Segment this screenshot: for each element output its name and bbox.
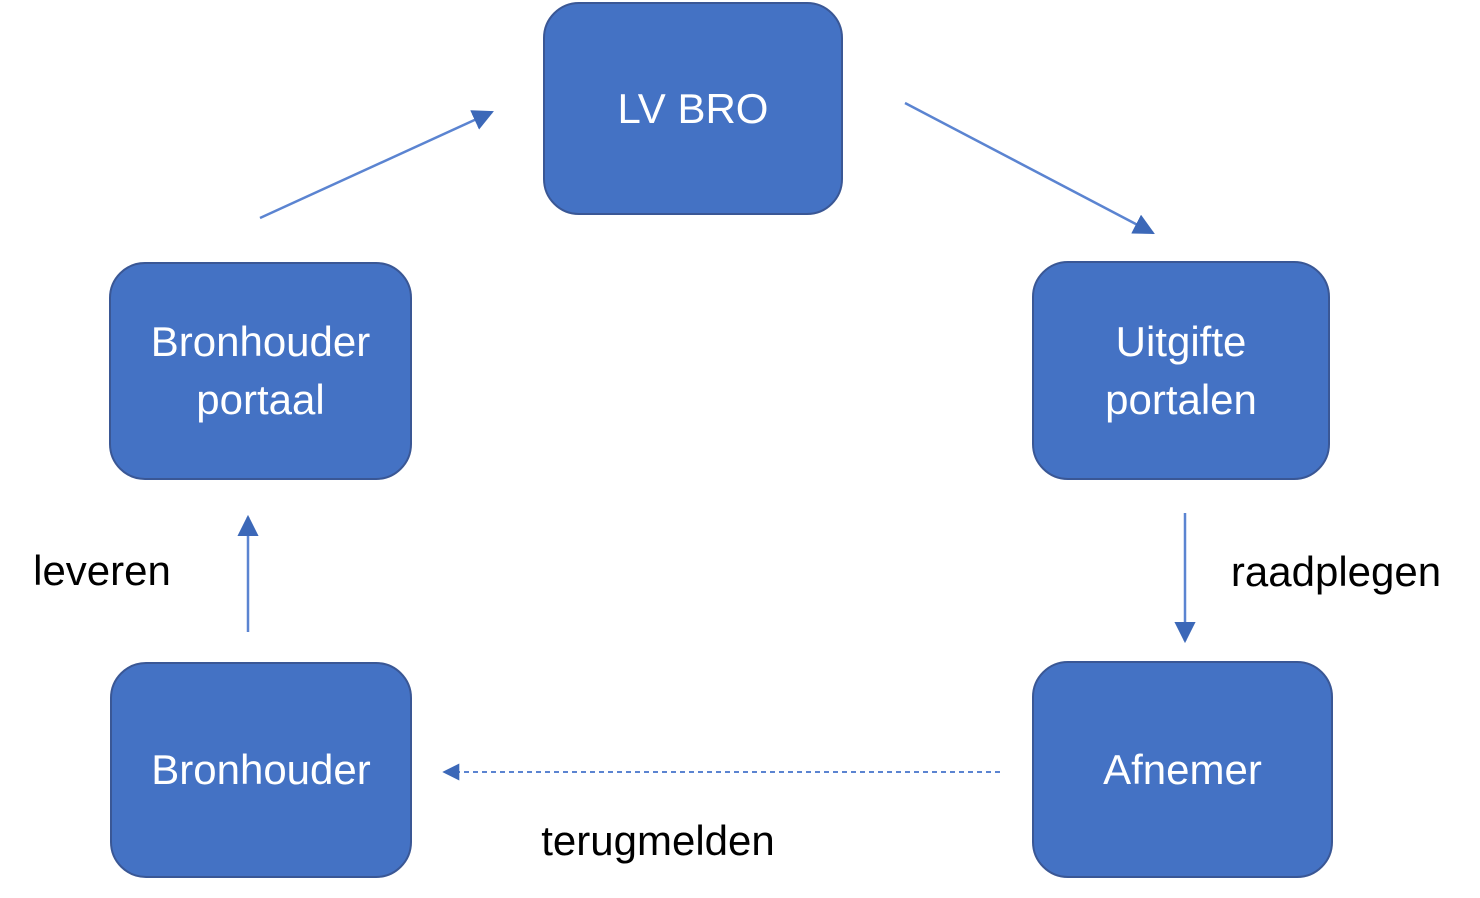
node-label: LV BRO xyxy=(617,84,769,132)
arrow-bronhouder-portaal-to-lv-bro xyxy=(259,110,494,220)
node-bronhouder-portaal: Bronhouder portaal xyxy=(109,262,412,480)
node-label: Bronhouder portaal xyxy=(150,318,371,423)
edge-label-leveren: leveren xyxy=(33,547,171,594)
node-label: Afnemer xyxy=(1103,745,1262,793)
node-label: Bronhouder xyxy=(151,746,371,794)
node-afnemer: Afnemer xyxy=(1032,661,1333,878)
edge-label-terugmelden: terugmelden xyxy=(541,817,775,864)
arrow-lv-bro-to-uitgifte-portalen xyxy=(904,101,1155,235)
node-label: Uitgifte portalen xyxy=(1105,317,1257,423)
node-uitgifte-portalen: Uitgifte portalen xyxy=(1032,261,1330,480)
node-lv-bro: LV BRO xyxy=(543,2,843,215)
node-bronhouder: Bronhouder xyxy=(110,662,412,878)
edge-label-raadplegen: raadplegen xyxy=(1230,548,1442,595)
